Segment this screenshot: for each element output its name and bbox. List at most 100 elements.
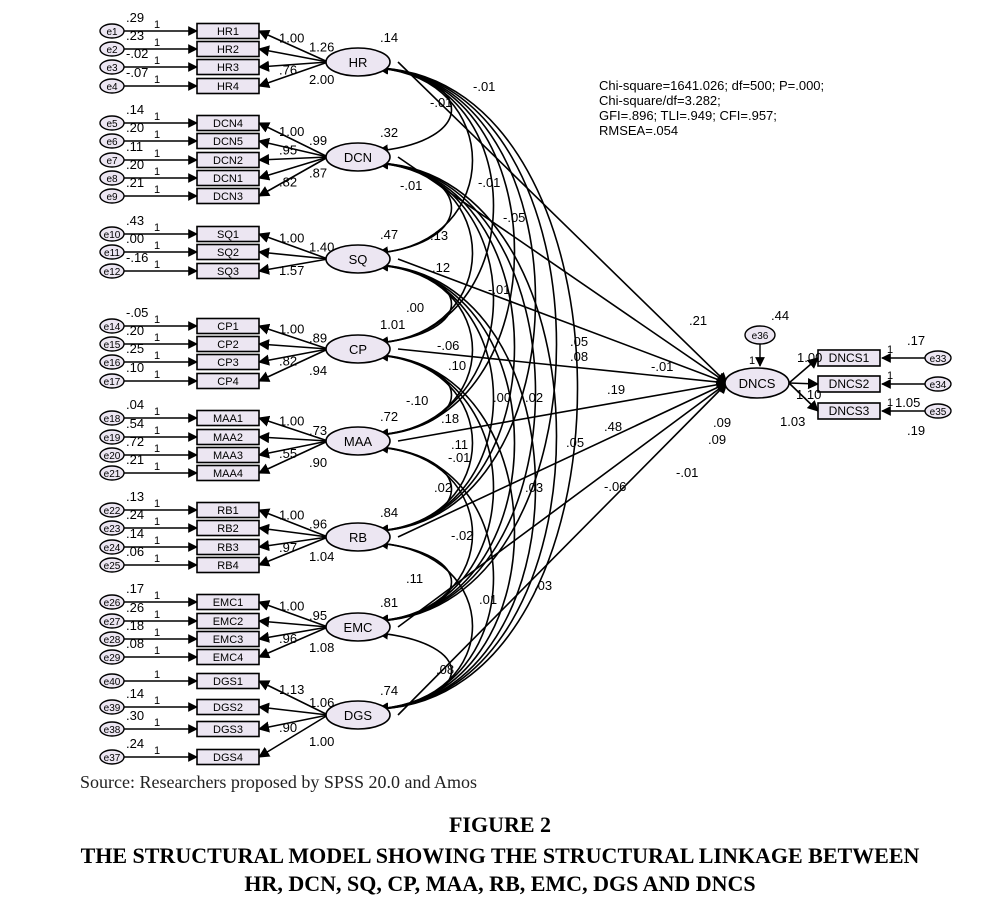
error-variance: .23 [126,28,144,43]
error-variance: -.16 [126,250,148,265]
loading-path [257,122,329,158]
error-variance: .13 [126,489,144,504]
error-variance: .14 [126,526,144,541]
error-variance: .18 [126,618,144,633]
error-label: e26 [104,598,121,609]
error-label: e35 [930,407,947,418]
error-variance: .14 [126,686,144,701]
unit-label: 1 [154,19,160,31]
error-label: e24 [104,543,121,554]
covariance-arc [376,259,537,715]
loading-path [257,536,329,567]
indicator-label: EMC1 [213,597,244,609]
loading-path [258,714,329,758]
path-coefficient: .09 [713,415,731,430]
error-ellipse [99,699,125,715]
error-label: e14 [104,322,121,333]
error-ellipse [99,263,125,279]
fit-statistic: RMSEA=.054 [599,123,678,138]
unit-label: 1 [887,370,893,382]
indicator-label: CP1 [217,321,238,333]
covariance-label: .08 [570,349,588,364]
error-variance: .26 [126,600,144,615]
indicator-label: EMC4 [213,652,244,664]
disturbance-variance: .44 [771,308,789,323]
loading-value: 1.40 [309,240,334,255]
unit-label: 1 [154,222,160,234]
loading-path [257,348,329,382]
loading-value: .76 [279,63,297,78]
latent-label: SQ [349,252,368,267]
latent-variance: .81 [380,595,398,610]
error-variance: .20 [126,120,144,135]
error-label: e27 [104,617,121,628]
unit-label: 1 [154,425,160,437]
error-label: e18 [104,414,121,425]
covariance-label: .11 [451,437,468,452]
error-variance: .08 [126,636,144,651]
error-ellipse [99,673,125,689]
indicator-label: HR2 [217,44,239,56]
loading-path [257,153,329,166]
indicator-box [817,375,881,393]
error-label: e21 [104,469,121,480]
structural-path [397,379,729,442]
error-variance: .17 [907,333,925,348]
error-ellipse [99,502,125,518]
indicator-label: DNCS3 [829,404,870,418]
error-ellipse [924,403,952,419]
latent-label: CP [349,342,367,357]
loading-path [257,536,329,552]
latent-variance: .84 [380,505,398,520]
indicator-label: DGS4 [213,752,243,764]
covariance-label: -.01 [430,95,452,110]
indicator-label: DCN1 [213,173,243,185]
error-label: e9 [106,192,118,203]
loading-value: .55 [279,446,297,461]
error-label: e16 [104,358,121,369]
error-label: e33 [930,354,947,365]
loading-path [788,382,819,412]
covariance-label: .02 [525,390,543,405]
indicator-box [196,630,260,648]
error-label: e6 [106,137,118,148]
loading-path [257,702,329,716]
indicator-box [817,349,881,367]
loading-value: .73 [309,423,327,438]
loading-path [257,440,329,474]
loading-value: 2.00 [309,72,334,87]
loading-value: .96 [279,631,297,646]
error-variance: .17 [126,581,144,596]
structural-path [397,61,728,384]
loading-value: 1.26 [309,40,334,55]
error-ellipse [99,539,125,555]
unit-label: 1 [154,74,160,86]
covariance-label: -.10 [406,393,428,408]
covariance-label: .08 [436,662,454,677]
indicator-box [196,335,260,353]
loading-value: 1.05 [895,395,920,410]
error-variance: .72 [126,434,144,449]
indicator-box [196,556,260,574]
loading-value: .95 [279,143,297,158]
error-variance: -.05 [126,305,148,320]
unit-label: 1 [154,129,160,141]
loading-value: 1.57 [279,263,304,278]
unit-label: 1 [154,148,160,160]
unit-label: 1 [154,627,160,639]
loading-value: 1.00 [279,599,304,614]
indicator-label: HR1 [217,26,239,38]
loading-path [257,680,329,716]
covariance-label: .03 [525,480,543,495]
indicator-box [196,672,260,690]
fit-statistic: Chi-square/df=3.282; [599,93,721,108]
error-label: e2 [106,45,118,56]
indicator-box [196,519,260,537]
loading-value: 1.04 [309,549,334,564]
error-ellipse [99,170,125,186]
loading-path [257,415,329,442]
indicator-box [196,262,260,280]
loading-value: .95 [309,608,327,623]
indicator-box [196,538,260,556]
loading-path [257,323,329,350]
